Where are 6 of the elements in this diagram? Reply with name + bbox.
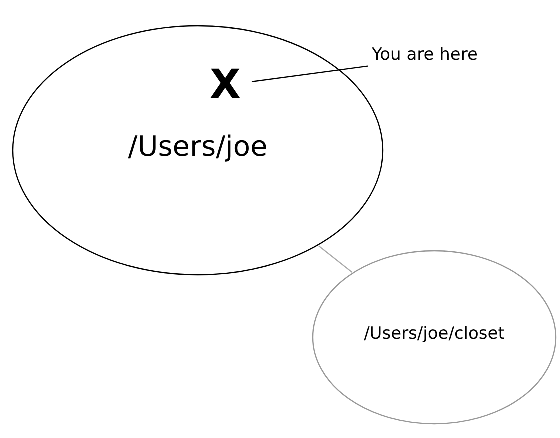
folder-label: /Users/joe/closet [363,324,506,344]
connector-line [318,246,353,274]
folder-label: /Users/joe [127,130,269,163]
leader-line [252,66,368,82]
location-mark: X [210,62,248,108]
callout-text: You are here [372,43,532,67]
